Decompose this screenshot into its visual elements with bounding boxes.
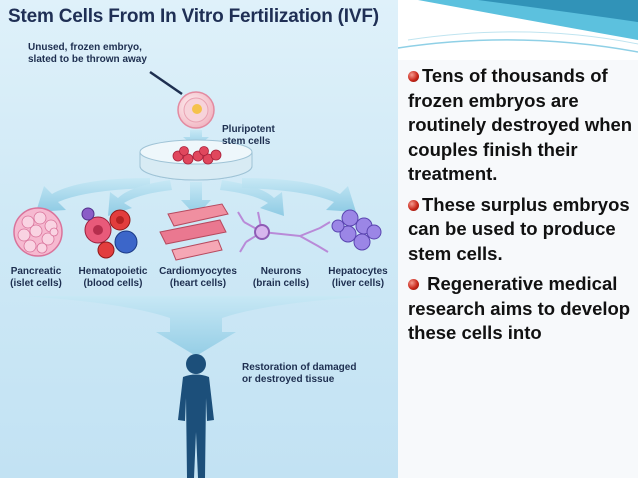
embryo-pointer-line	[149, 70, 183, 96]
restoration-label: Restoration of damaged or destroyed tiss…	[242, 362, 357, 385]
bullet-text-panel: Tens of thousands of frozen embryos are …	[398, 0, 638, 478]
liver-cells-icon	[331, 209, 382, 251]
petri-dish-icon	[139, 139, 253, 181]
neuron-icon	[237, 211, 331, 253]
cell-label-pancreatic: Pancreatic (islet cells)	[10, 266, 62, 289]
bullet-dot-icon	[408, 199, 419, 211]
bullet-list: Tens of thousands of frozen embryos are …	[408, 64, 636, 352]
bullet-item: Regenerative medical research aims to de…	[408, 273, 631, 343]
arrow-embryo-to-dish	[183, 130, 209, 148]
bullet-dot-icon	[408, 279, 419, 290]
diagram-graphics	[13, 70, 382, 478]
corner-decoration	[398, 0, 638, 60]
human-silhouette-icon	[178, 354, 214, 478]
cell-label-neurons: Neurons (brain cells)	[252, 266, 310, 289]
diagram-title: Stem Cells From In Vitro Fertilization (…	[8, 6, 379, 27]
bullet-item: Tens of thousands of frozen embryos are …	[408, 65, 633, 184]
islet-cells-icon	[13, 207, 63, 257]
stem-cell-diagram: Stem Cells From In Vitro Fertilization (…	[0, 0, 398, 478]
bullet-dot-icon	[408, 71, 419, 82]
cell-label-hepatocytes: Hepatocytes (liver cells)	[328, 266, 388, 289]
cell-label-hematopoietic: Hematopoietic (blood cells)	[78, 266, 148, 289]
heart-cells-icon	[159, 203, 229, 261]
pluripotent-label: Pluripotent stem cells	[222, 124, 275, 147]
converging-arrow	[20, 296, 378, 356]
blood-cells-icon	[81, 207, 138, 259]
bullet-item: These surplus embryos can be used to pro…	[408, 193, 630, 264]
cell-label-cardiomyocytes: Cardiomyocytes (heart cells)	[159, 266, 237, 289]
embryo-label: Unused, frozen embryo, slated to be thro…	[28, 42, 147, 65]
embryo-icon	[177, 91, 215, 129]
